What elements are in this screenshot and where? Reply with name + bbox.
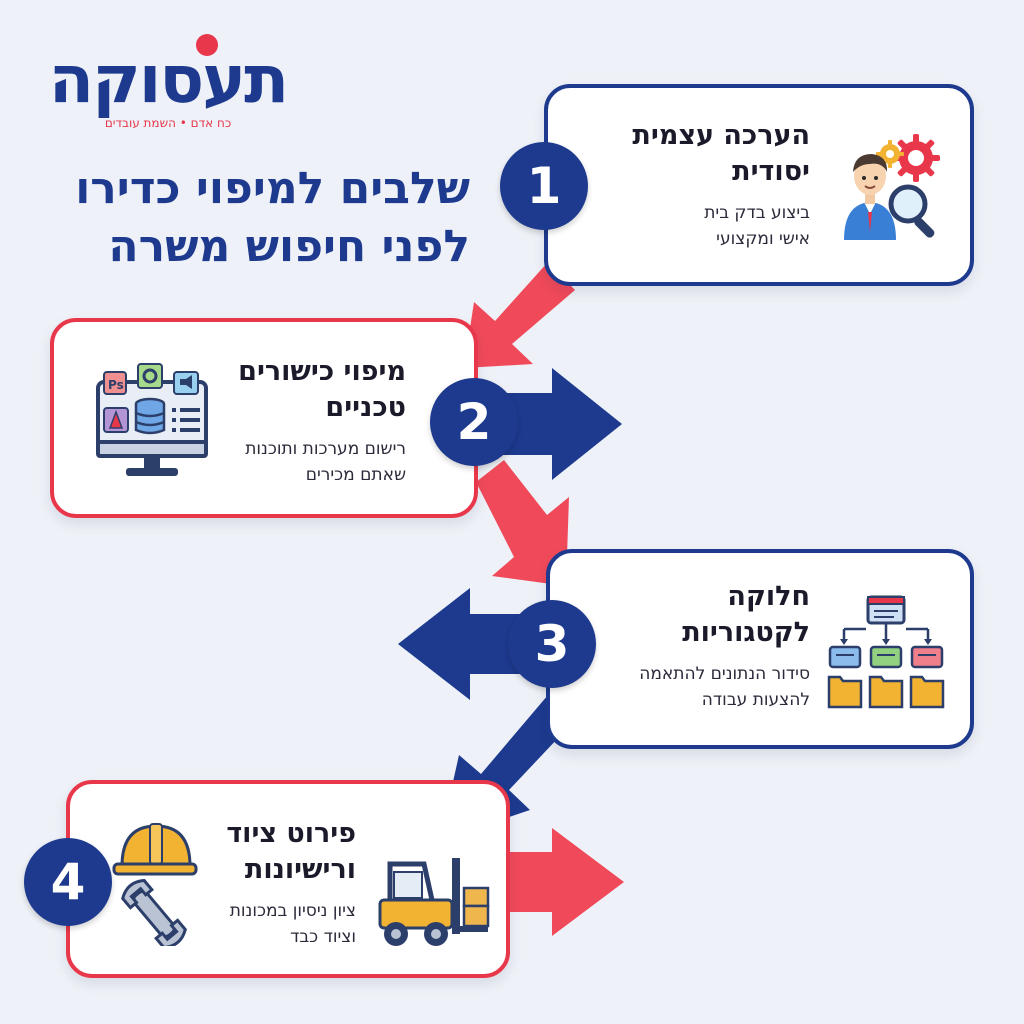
step-2-title: מיפוי כישורים טכניים (186, 354, 406, 426)
step-1-text: הערכה עצמית יסודית ביצוע בדק בית אישי ומ… (560, 118, 810, 252)
step-card-1: הערכה עצמית יסודית ביצוע בדק בית אישי ומ… (544, 84, 974, 286)
step-3-description: סידור הנתונים להתאמה להצעות עבודה (560, 661, 810, 713)
step-2-desc-line-2: שאתם מכירים (305, 465, 406, 485)
step-4-title: פירוט ציוד ורישיונות (106, 816, 356, 888)
arrow-step2-to-step3 (476, 460, 569, 586)
svg-text:Ps: Ps (108, 378, 124, 392)
step-4-title-line-1: פירוט ציוד (226, 818, 356, 849)
step-card-3: חלוקה לקטגוריות סידור הנתונים להתאמה להצ… (546, 549, 974, 749)
step-4-description: ציון ניסיון במכונות וציוד כבד (106, 898, 356, 950)
helmet-wrench-icon (112, 823, 198, 946)
step-2-desc-line-1: רישום מערכות ותוכנות (245, 439, 406, 459)
step-3-title-line-1: חלוקה (727, 581, 810, 612)
step-4-desc-line-2: וציוד כבד (290, 927, 356, 947)
title-line-2: לפני חיפוש משרה (108, 221, 470, 272)
step-1-title-line-1: הערכה עצמית (632, 120, 810, 151)
step-1-description: ביצוע בדק בית אישי ומקצועי (560, 200, 810, 252)
person-gears-magnifier-icon (844, 134, 940, 240)
step-2-text: מיפוי כישורים טכניים רישום מערכות ותוכנו… (186, 354, 406, 488)
folder-hierarchy-icon (827, 595, 945, 709)
arrow-step1-to-step2 (464, 262, 575, 368)
step-card-2: מיפוי כישורים טכניים רישום מערכות ותוכנו… (50, 318, 478, 518)
step-1-desc-line-2: אישי ומקצועי (716, 229, 810, 249)
logo-tagline: כח אדם • השמת עובדים (104, 116, 232, 130)
step-1-desc-line-1: ביצוע בדק בית (704, 203, 810, 223)
step-2-title-line-2: טכניים (325, 392, 406, 423)
step-2-description: רישום מערכות ותוכנות שאתם מכירים (186, 436, 406, 488)
step-4-text: פירוט ציוד ורישיונות ציון ניסיון במכונות… (106, 816, 356, 950)
step-3-desc-line-1: סידור הנתונים להתאמה (639, 664, 810, 684)
step-4-title-line-2: ורישיונות (244, 854, 356, 885)
brand-logo: תעסוקה כח אדם • השמת עובדים (48, 34, 290, 134)
title-line-1: שלבים למיפוי כדירו (75, 163, 470, 214)
step-4-number: 4 (24, 838, 112, 926)
logo-text: תעסוקה (48, 41, 290, 118)
step-1-title-line-2: יסודית (732, 156, 810, 187)
forklift-icon (378, 858, 490, 946)
step-3-title: חלוקה לקטגוריות (560, 579, 810, 651)
step-3-desc-line-2: להצעות עבודה (701, 690, 810, 710)
logo-dot (196, 34, 218, 56)
step-3-text: חלוקה לקטגוריות סידור הנתונים להתאמה להצ… (560, 579, 810, 713)
arrow-step3-left (398, 588, 526, 700)
step-1-number: 1 (500, 142, 588, 230)
computer-software-icon: Ps (96, 363, 208, 476)
page-title: שלבים למיפוי כדירו לפני חיפוש משרה (40, 160, 470, 276)
step-card-4: פירוט ציוד ורישיונות ציון ניסיון במכונות… (66, 780, 510, 978)
step-3-title-line-2: לקטגוריות (682, 617, 810, 648)
arrow-step4-right (506, 828, 624, 936)
step-4-desc-line-1: ציון ניסיון במכונות (229, 901, 356, 921)
step-3-number: 3 (508, 600, 596, 688)
step-1-title: הערכה עצמית יסודית (560, 118, 810, 190)
arrow-step2-right (500, 368, 622, 480)
step-2-title-line-1: מיפוי כישורים (238, 356, 406, 387)
step-2-number: 2 (430, 378, 518, 466)
